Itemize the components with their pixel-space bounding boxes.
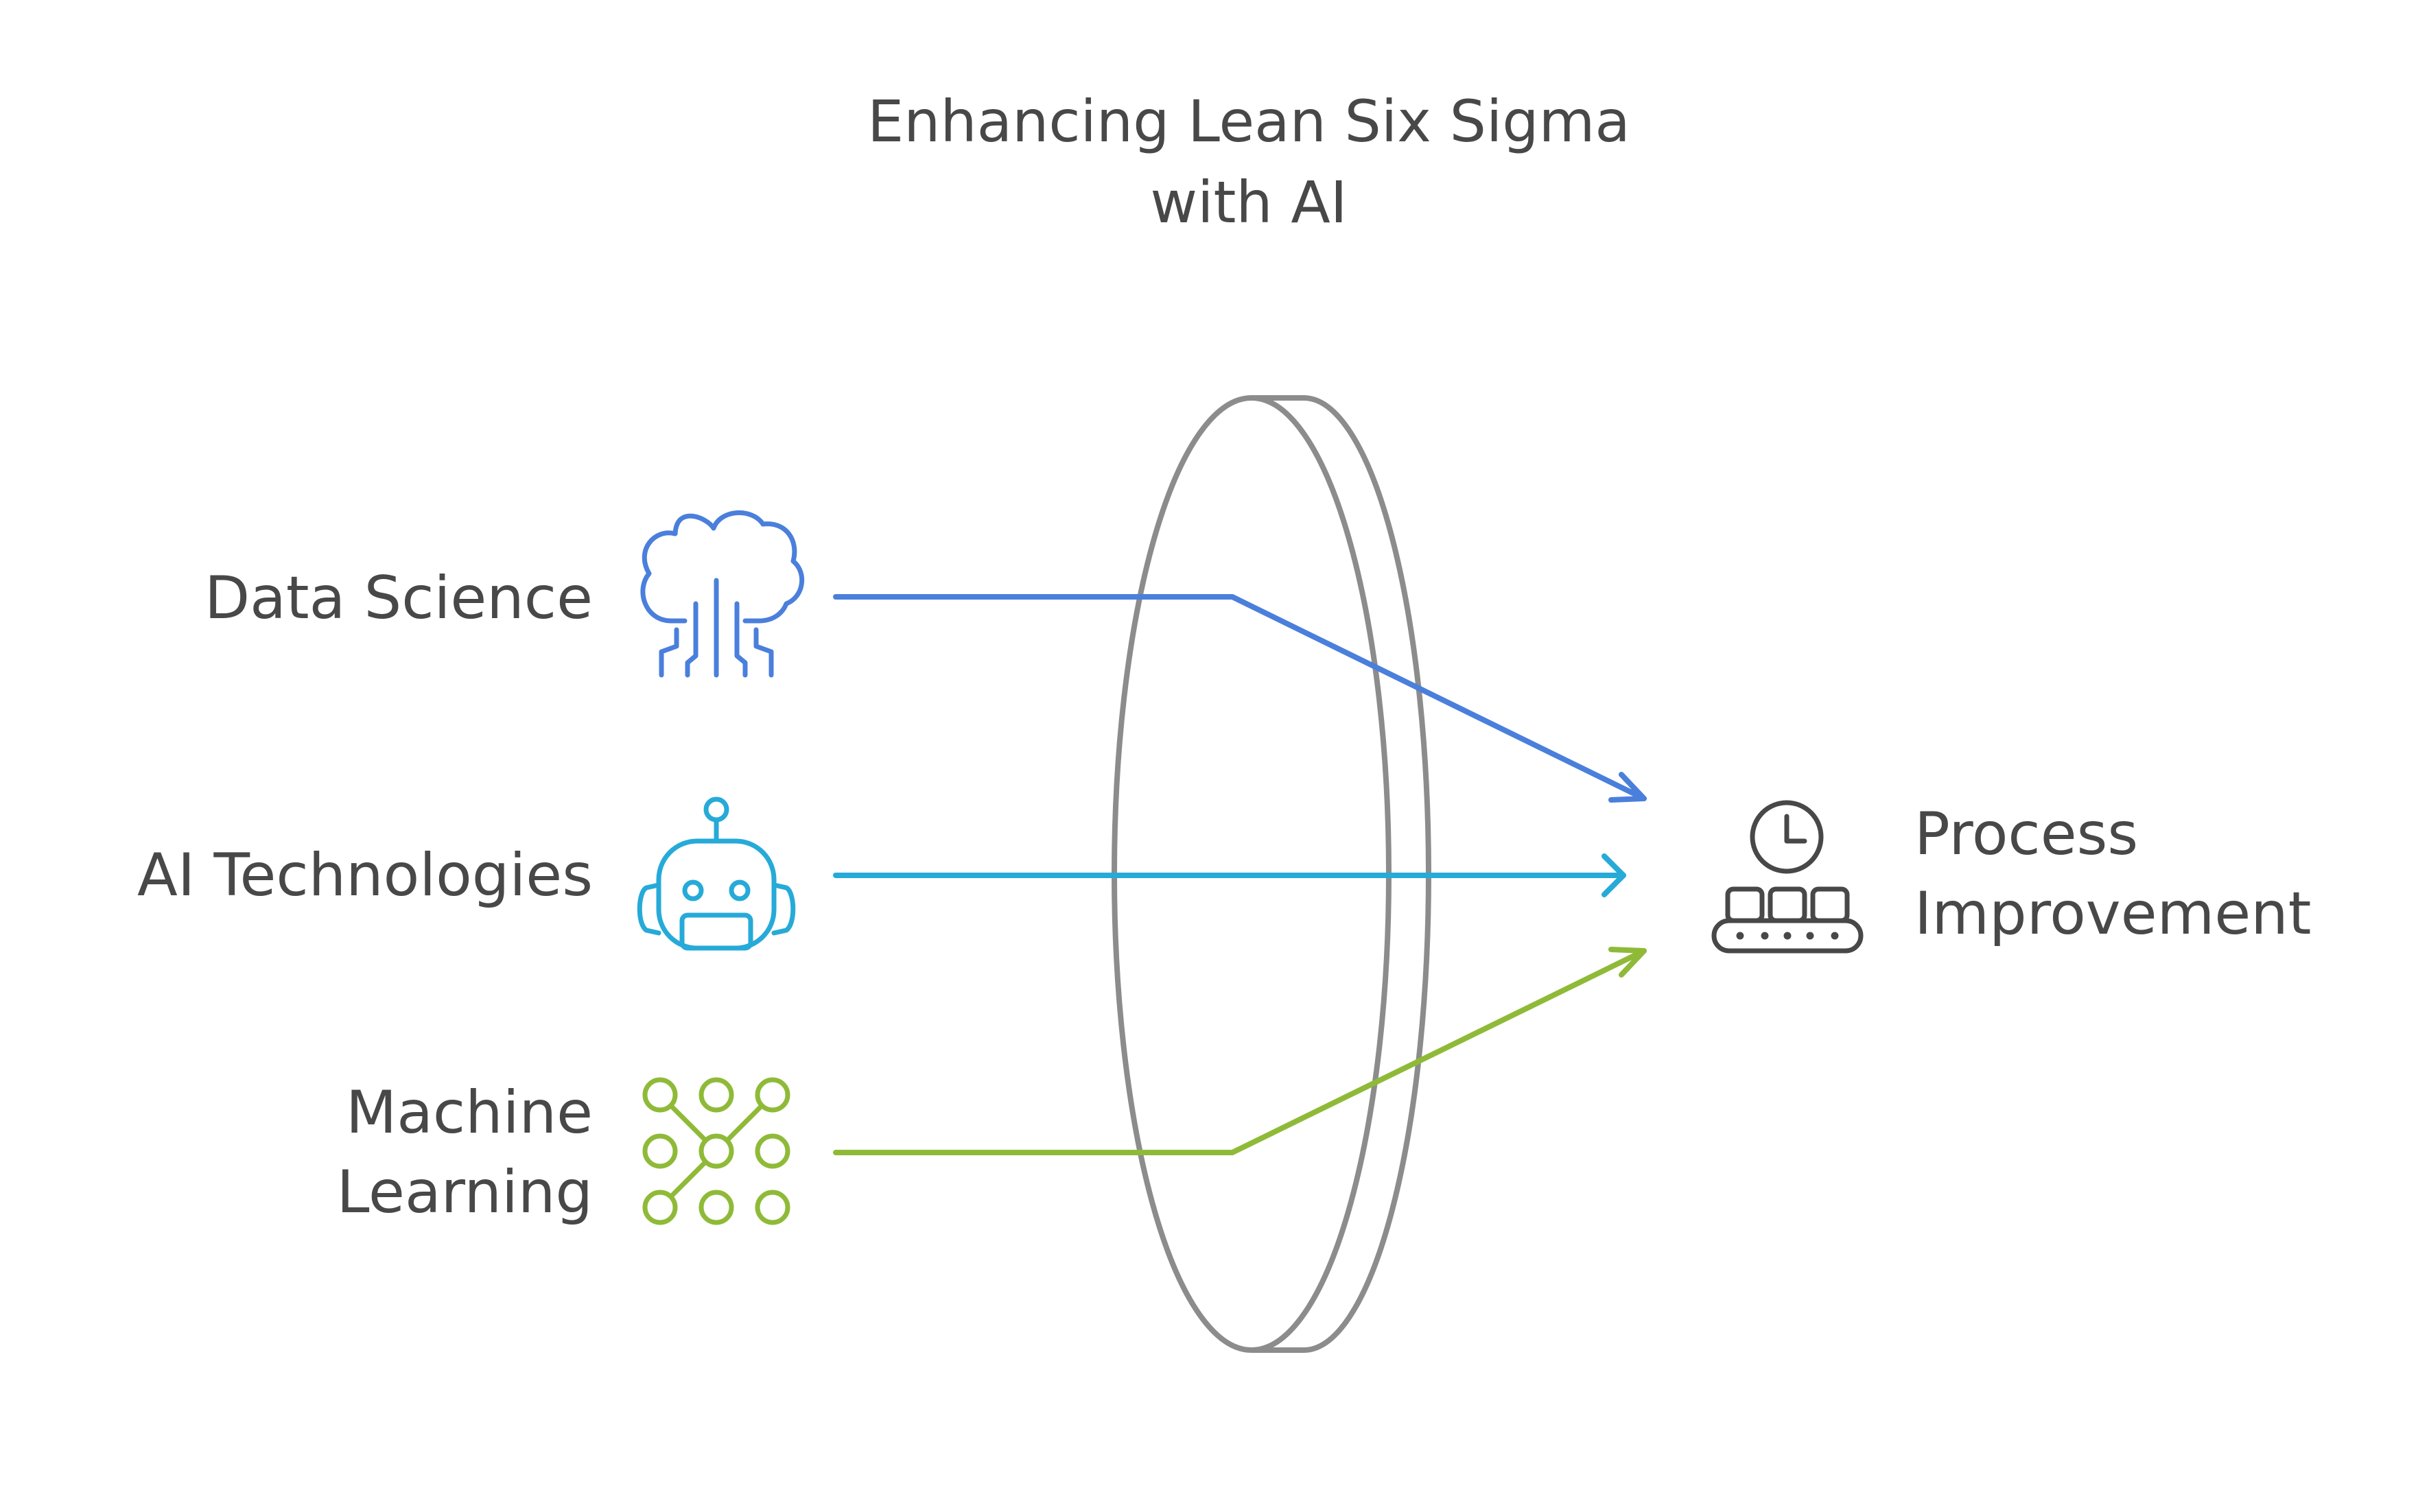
- label-machine-learning: Machine Learning: [337, 1073, 593, 1232]
- title-line-1: Enhancing Lean Six Sigma: [867, 88, 1630, 155]
- arrow-line: [833, 594, 1647, 801]
- arrow-line: [833, 948, 1647, 1155]
- arrow-ai-technologies: [833, 853, 1626, 897]
- label-process-improvement: Process Improvement: [1914, 794, 2312, 954]
- page-title: Enhancing Lean Six Sigma with AI: [727, 81, 1770, 243]
- conveyor-clock-icon: [1711, 800, 1864, 954]
- label-line: Machine: [346, 1078, 593, 1147]
- arrowhead: [1608, 772, 1647, 803]
- arrow-machine-learning: [833, 947, 1647, 1155]
- clock-icon: [1750, 800, 1824, 874]
- label-line: Process: [1914, 800, 2139, 869]
- label-line: AI Technologies: [137, 841, 593, 910]
- title-line-2: with AI: [1150, 169, 1348, 236]
- arrow-data-science: [833, 594, 1647, 803]
- label-line: Learning: [336, 1158, 593, 1227]
- neural-network-icon: [642, 1077, 790, 1225]
- cloud-data-icon: [640, 510, 805, 678]
- label-ai-technologies: AI Technologies: [137, 836, 593, 915]
- arrowhead: [1608, 947, 1647, 978]
- robot-icon: [637, 796, 796, 951]
- arrowhead: [1601, 853, 1626, 897]
- label-line: Data Science: [204, 564, 593, 633]
- label-line: Improvement: [1914, 879, 2312, 948]
- label-data-science: Data Science: [204, 558, 593, 638]
